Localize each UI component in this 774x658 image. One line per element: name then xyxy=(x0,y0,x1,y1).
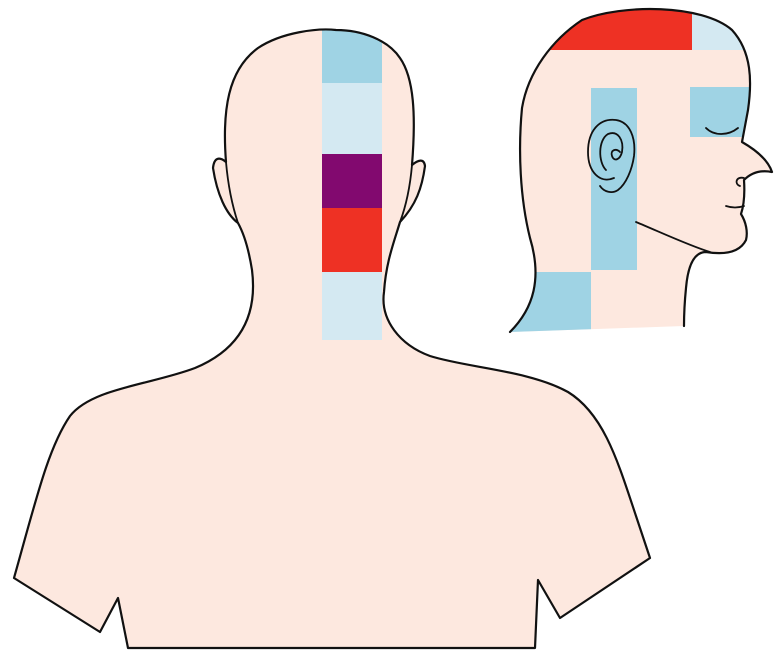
back-zone-lower xyxy=(322,208,382,272)
back-zone-base xyxy=(322,272,382,340)
side-zone-eye xyxy=(690,87,750,137)
back-zone-upper xyxy=(322,83,382,154)
back-zone-middle xyxy=(322,154,382,208)
side-zone-scalp-front xyxy=(500,0,692,50)
side-view-figure xyxy=(500,0,774,338)
side-zone-scalp-back xyxy=(692,0,774,50)
back-view-zones xyxy=(322,20,382,340)
side-zone-behind-ear xyxy=(591,88,637,270)
